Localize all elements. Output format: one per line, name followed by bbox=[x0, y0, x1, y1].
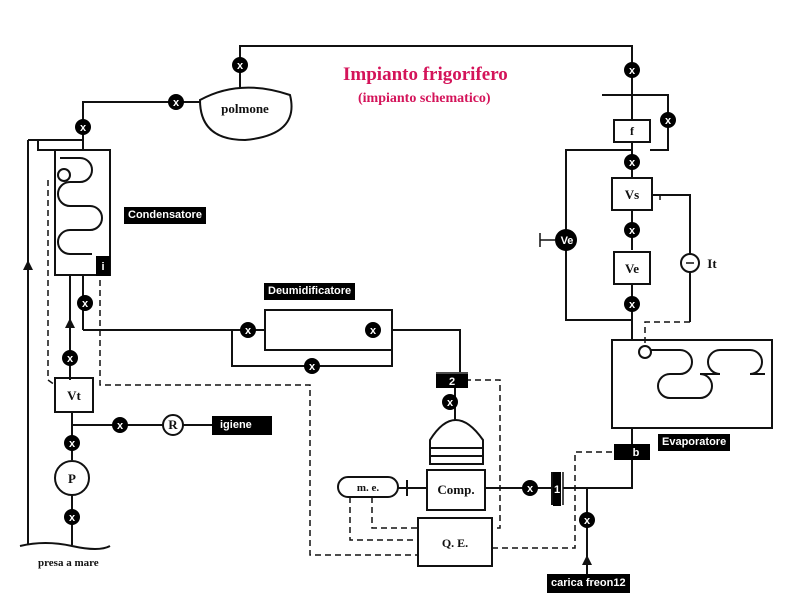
diagram-title: Impianto frigorifero bbox=[343, 64, 508, 85]
presa-label: presa a mare bbox=[38, 557, 99, 569]
valve-x bbox=[660, 112, 676, 128]
pipe-polmone-condenser bbox=[82, 101, 200, 150]
ground bbox=[19, 542, 111, 550]
vs-label: Vs bbox=[625, 187, 639, 202]
pipe-deum-out bbox=[392, 329, 461, 372]
compressor-label: Comp. bbox=[437, 482, 474, 497]
polmone-body bbox=[198, 86, 293, 142]
marker-b-label: b bbox=[633, 447, 640, 459]
polmone-label: polmone bbox=[221, 101, 269, 116]
control-line-1 bbox=[47, 180, 56, 386]
valve-label: x bbox=[82, 298, 89, 310]
carica-label: carica freon12 bbox=[547, 574, 630, 593]
evap-coil bbox=[650, 349, 765, 399]
valve-x bbox=[168, 94, 184, 110]
valve-label: x bbox=[117, 420, 124, 432]
marker-i bbox=[96, 256, 110, 276]
valve-x bbox=[240, 322, 256, 338]
valve-label: x bbox=[69, 512, 76, 524]
valve-label: x bbox=[370, 325, 377, 337]
valve-label: x bbox=[629, 157, 636, 169]
r-label: R bbox=[168, 417, 178, 432]
valve-x bbox=[624, 222, 640, 238]
valve-label: x bbox=[447, 397, 454, 409]
valve-label: x bbox=[629, 65, 636, 77]
valve-x bbox=[62, 350, 78, 366]
pipe-vs-it bbox=[652, 194, 691, 255]
control-line-4 bbox=[371, 497, 418, 529]
marker-2 bbox=[436, 374, 468, 388]
me-label: m. e. bbox=[357, 482, 380, 494]
qe-body bbox=[417, 517, 493, 567]
vt-label: Vt bbox=[67, 388, 81, 403]
valve-x bbox=[112, 417, 128, 433]
valve-x bbox=[522, 480, 538, 496]
valve-label: x bbox=[69, 438, 76, 450]
valve-x bbox=[75, 119, 91, 135]
pipe-left-outer bbox=[37, 140, 55, 151]
pipe-top bbox=[239, 45, 633, 120]
valve-x bbox=[232, 57, 248, 73]
valve-label: x bbox=[245, 325, 252, 337]
control-line-3 bbox=[349, 497, 418, 541]
valve-x bbox=[64, 509, 80, 525]
control-line-2 bbox=[99, 280, 418, 556]
igiene-label: igiene bbox=[212, 416, 272, 435]
evaporator-body bbox=[611, 339, 773, 429]
evaporatore-label: Evaporatore bbox=[658, 434, 731, 451]
condenser-coil bbox=[57, 157, 103, 255]
valve-x bbox=[442, 394, 458, 410]
valve-label: x bbox=[173, 97, 180, 109]
valve-x bbox=[64, 435, 80, 451]
compressor-dome bbox=[429, 419, 484, 465]
condenser-float bbox=[57, 168, 71, 182]
condensatore-label: Condensatore bbox=[124, 207, 206, 224]
valve-label: x bbox=[237, 60, 244, 72]
qe-label: Q. E. bbox=[442, 536, 468, 550]
it-label: It bbox=[707, 256, 717, 271]
evap-float bbox=[638, 345, 652, 359]
ve-left-circle bbox=[555, 229, 577, 251]
vt-box bbox=[54, 377, 94, 413]
deumidificatore-label: Deumidificatore bbox=[264, 283, 356, 300]
pipe-ve-left bbox=[565, 149, 632, 321]
p-label: P bbox=[68, 471, 76, 486]
valve-label: x bbox=[309, 361, 316, 373]
marker-1-label: 1 bbox=[554, 484, 560, 496]
marker-2-label: 2 bbox=[449, 376, 455, 388]
valve-x bbox=[579, 512, 595, 528]
valve-label: x bbox=[67, 353, 74, 365]
valve-x bbox=[624, 296, 640, 312]
valve-label: x bbox=[629, 299, 636, 311]
ve-label: Ve bbox=[625, 261, 639, 276]
control-line-8 bbox=[644, 321, 690, 346]
f-label: f bbox=[630, 124, 635, 138]
valve-x bbox=[624, 62, 640, 78]
valve-x bbox=[77, 295, 93, 311]
valve-label: x bbox=[584, 515, 591, 527]
valve-x bbox=[365, 322, 381, 338]
valve-label: x bbox=[665, 115, 672, 127]
valve-label: x bbox=[629, 225, 636, 237]
control-line-6 bbox=[492, 451, 612, 549]
valve-x bbox=[624, 154, 640, 170]
marker-i-label: i bbox=[101, 261, 104, 273]
valve-x bbox=[304, 358, 320, 374]
valve-label: x bbox=[527, 483, 534, 495]
marker-1 bbox=[553, 472, 561, 506]
compressor-body bbox=[426, 469, 486, 511]
marker-b bbox=[614, 444, 650, 460]
diagram-subtitle: (impianto schematico) bbox=[358, 91, 491, 106]
ve-left-label: Ve bbox=[561, 235, 574, 247]
valve-label: x bbox=[80, 122, 87, 134]
